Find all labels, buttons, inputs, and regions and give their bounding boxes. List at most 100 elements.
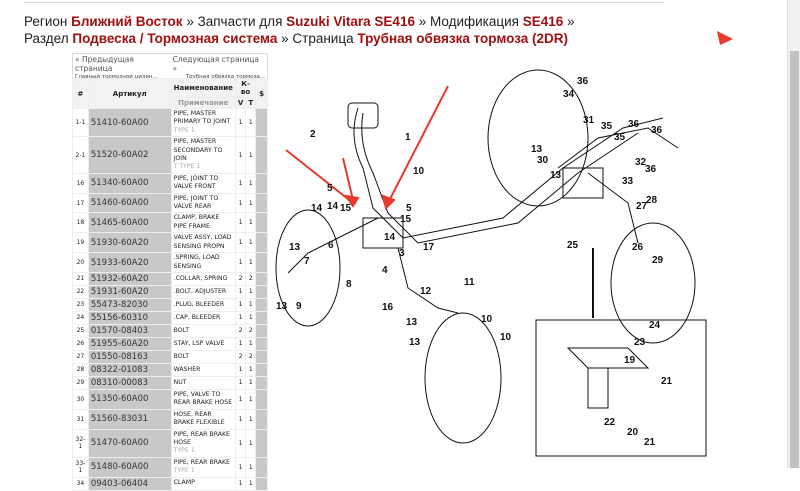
callout-14[interactable]: 14 xyxy=(384,232,396,243)
callout-7[interactable]: 7 xyxy=(304,256,310,267)
callout-17[interactable]: 17 xyxy=(423,242,435,253)
article-number[interactable]: 51560-83031 xyxy=(87,408,172,430)
callout-33[interactable]: 33 xyxy=(622,176,634,187)
callout-6[interactable]: 6 xyxy=(328,240,334,251)
callout-31[interactable]: 31 xyxy=(583,115,595,126)
article-number[interactable]: 55473-82030 xyxy=(87,297,172,312)
callout-27[interactable]: 27 xyxy=(636,201,648,212)
article-number[interactable]: 51930-60A20 xyxy=(87,232,172,254)
article-number[interactable]: 51520-60A02 xyxy=(87,136,172,174)
callout-26[interactable]: 26 xyxy=(632,242,644,253)
section-link[interactable]: Подвеска / Тормозная система xyxy=(72,31,278,46)
callout-24[interactable]: 24 xyxy=(649,320,661,331)
article-number[interactable]: 51931-60A20 xyxy=(87,284,172,299)
article-number[interactable]: 51465-60A00 xyxy=(87,212,172,234)
callout-22[interactable]: 22 xyxy=(604,417,616,428)
scrollbar[interactable] xyxy=(787,0,800,468)
callout-14[interactable]: 14 xyxy=(311,203,323,214)
prev-page-link[interactable]: « Предыдущая страница xyxy=(75,55,134,73)
callout-30[interactable]: 30 xyxy=(537,155,549,166)
callout-11[interactable]: 11 xyxy=(464,277,475,288)
article-number[interactable]: 51955-60A20 xyxy=(87,336,172,351)
article-number[interactable]: 51340-60A00 xyxy=(87,172,172,194)
callout-10[interactable]: 10 xyxy=(413,166,425,177)
callout-10[interactable]: 10 xyxy=(481,314,493,325)
callout-4[interactable]: 4 xyxy=(382,265,388,276)
callout-32[interactable]: 32 xyxy=(635,157,647,168)
callout-36[interactable]: 36 xyxy=(651,125,663,136)
callout-25[interactable]: 25 xyxy=(567,240,579,251)
callout-1[interactable]: 1 xyxy=(405,132,411,143)
callout-3[interactable]: 3 xyxy=(399,248,405,259)
callout-12[interactable]: 12 xyxy=(420,286,432,297)
modification-link[interactable]: SE416 xyxy=(522,14,564,29)
article-number[interactable]: 01570-08403 xyxy=(87,323,172,338)
article-number[interactable]: 08322-01083 xyxy=(87,362,172,377)
callout-10[interactable]: 10 xyxy=(500,332,512,343)
callout-29[interactable]: 29 xyxy=(652,255,664,266)
article-number[interactable]: 55156-60310 xyxy=(87,310,172,325)
callout-13[interactable]: 13 xyxy=(406,317,418,328)
callout-20[interactable]: 20 xyxy=(627,427,639,438)
callout-16[interactable]: 16 xyxy=(382,302,394,313)
callout-2[interactable]: 2 xyxy=(310,129,316,140)
article-number[interactable]: 51460-60A00 xyxy=(87,192,172,214)
callout-5[interactable]: 5 xyxy=(406,203,412,214)
page-link[interactable]: Трубная обвязка тормоза (2DR) xyxy=(357,31,569,46)
callout-19[interactable]: 19 xyxy=(624,355,636,366)
callout-21[interactable]: 21 xyxy=(661,376,673,387)
callout-13[interactable]: 13 xyxy=(531,144,543,155)
callout-15[interactable]: 15 xyxy=(400,214,412,225)
callout-36[interactable]: 36 xyxy=(645,164,657,175)
article-number[interactable]: 51410-60A00 xyxy=(87,107,172,138)
article-number[interactable]: 08310-00083 xyxy=(87,375,172,390)
article-number[interactable]: 51470-60A00 xyxy=(87,428,172,458)
model-link[interactable]: Suzuki Vitara SE416 xyxy=(286,14,415,29)
callout-14[interactable]: 14 xyxy=(327,201,339,212)
prev-page-title[interactable]: Главный тормозной цилин... xyxy=(75,74,158,80)
callout-5[interactable]: 5 xyxy=(327,183,333,194)
callout-9[interactable]: 9 xyxy=(296,301,302,312)
callout-21[interactable]: 21 xyxy=(644,437,656,448)
callout-28[interactable]: 28 xyxy=(646,195,658,206)
region-link[interactable]: Ближний Восток xyxy=(71,14,183,29)
callout-13[interactable]: 13 xyxy=(289,242,301,253)
scrollbar-thumb[interactable] xyxy=(790,51,799,468)
article-number[interactable]: 09403-06404 xyxy=(87,476,172,491)
next-page-title[interactable]: Трубная обвязка тормоза... xyxy=(185,74,265,80)
callout-15[interactable]: 15 xyxy=(340,203,352,214)
callout-36[interactable]: 36 xyxy=(577,76,589,87)
callout-23[interactable]: 23 xyxy=(634,337,646,348)
article-number[interactable]: 51932-60A20 xyxy=(87,271,172,286)
callout-13[interactable]: 13 xyxy=(550,170,562,181)
article-number[interactable]: 51933-60A20 xyxy=(87,252,172,273)
callout-13[interactable]: 13 xyxy=(276,301,288,312)
next-page-link[interactable]: Следующая страница » xyxy=(172,55,260,73)
callout-36[interactable]: 36 xyxy=(628,119,640,130)
article-number[interactable]: 51480-60A00 xyxy=(87,456,172,478)
callout-35[interactable]: 35 xyxy=(601,121,613,132)
callout-35[interactable]: 35 xyxy=(614,132,626,143)
